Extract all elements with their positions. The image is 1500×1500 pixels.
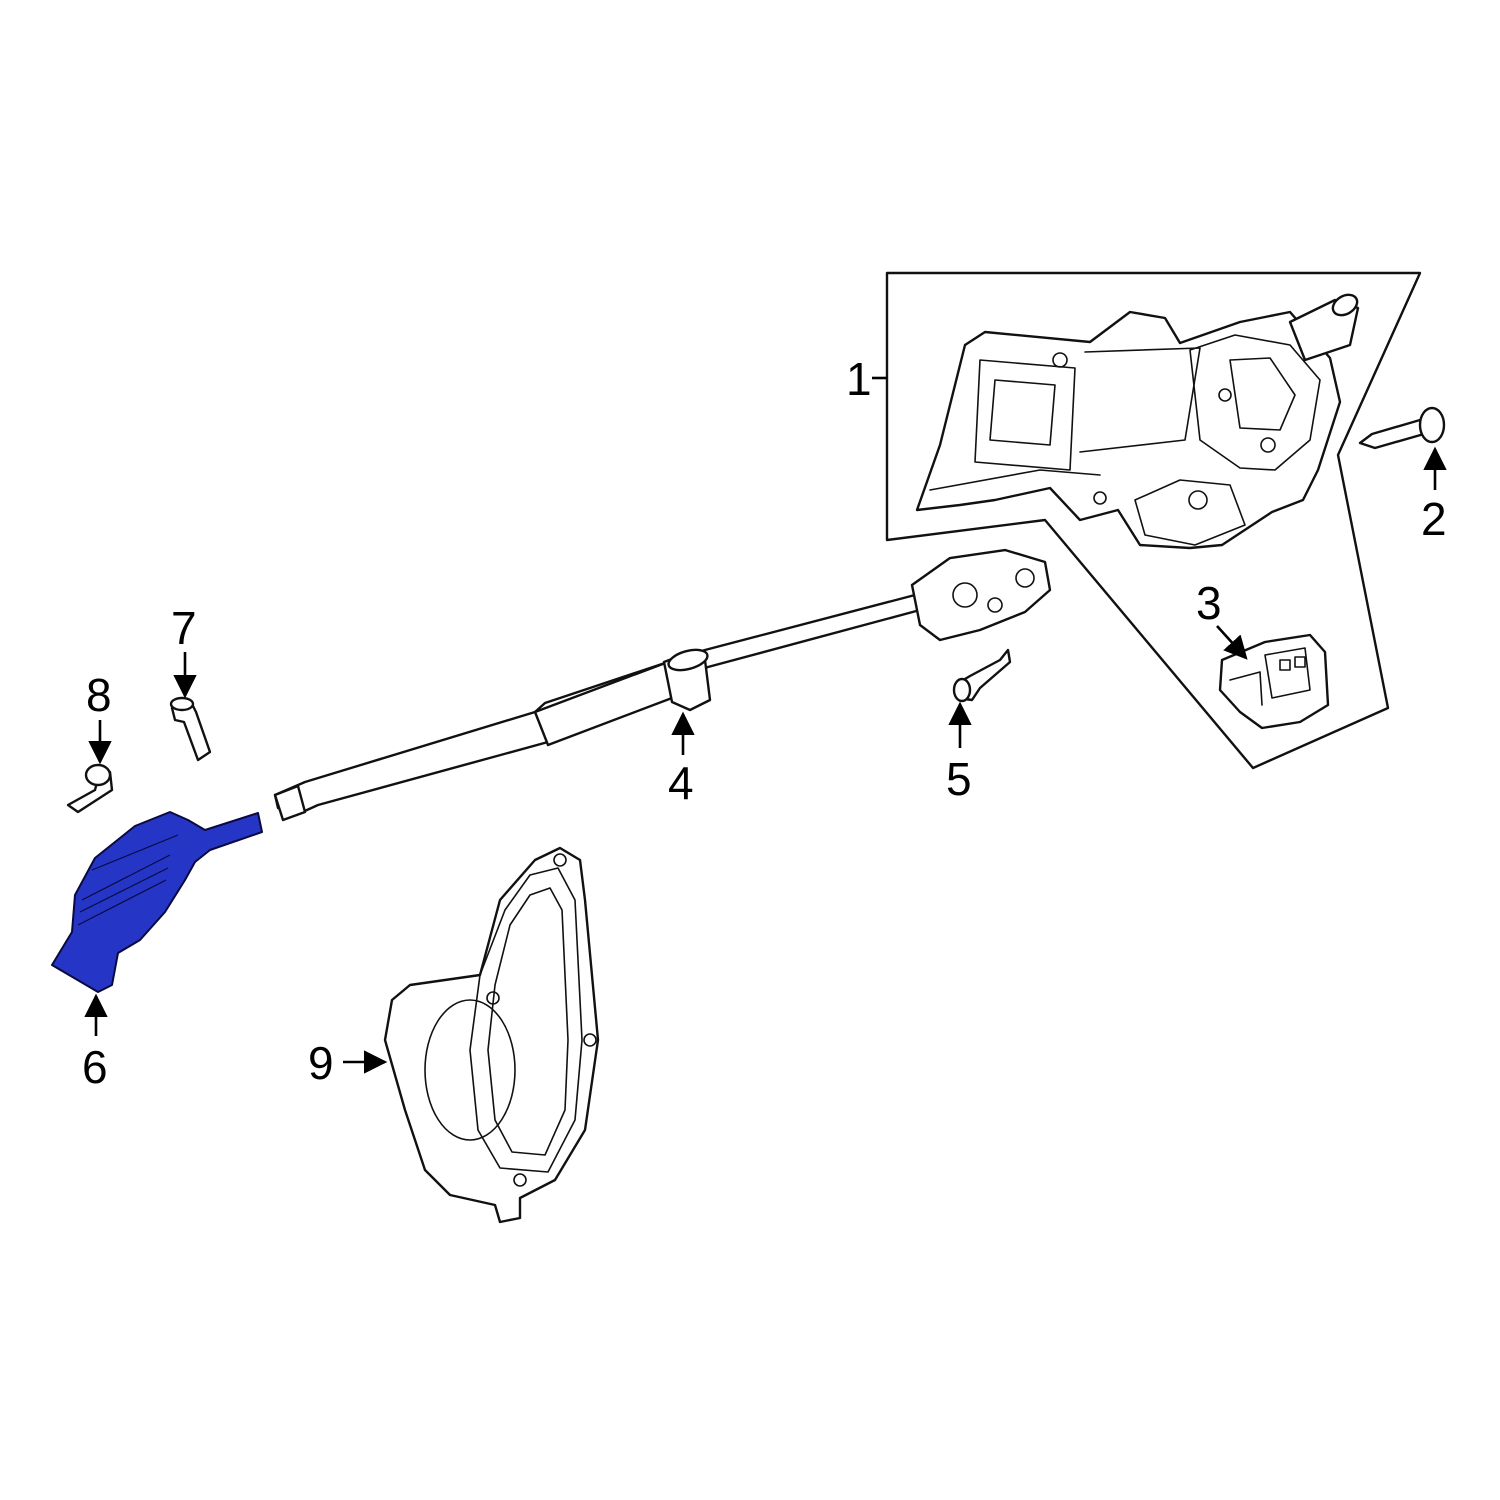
callout-7: 7 — [171, 602, 197, 654]
intermediate-shaft-drawing[interactable] — [273, 548, 1052, 822]
callout-2: 2 — [1421, 493, 1447, 545]
stud-7-drawing[interactable] — [169, 696, 212, 762]
callout-1: 1 — [846, 353, 872, 405]
lower-shaft-joint-fill — [51, 811, 263, 993]
bolt-drawing[interactable] — [1358, 406, 1446, 450]
callout-5: 5 — [946, 753, 972, 805]
callout-9: 9 — [308, 1037, 334, 1089]
steering-column-assembly-drawing[interactable] — [915, 291, 1361, 550]
group-outline — [885, 271, 1422, 770]
bolt-8-drawing[interactable] — [66, 763, 114, 814]
callout-4: 4 — [668, 757, 694, 809]
callout-3: 3 — [1196, 577, 1222, 629]
callout-8: 8 — [86, 669, 112, 721]
stud-drawing[interactable] — [952, 648, 1012, 703]
callout-6: 6 — [82, 1041, 108, 1093]
lower-shaft-joint-drawing[interactable] — [51, 811, 263, 993]
boot-seal-drawing[interactable] — [383, 846, 600, 1224]
leader-3 — [1216, 625, 1248, 660]
